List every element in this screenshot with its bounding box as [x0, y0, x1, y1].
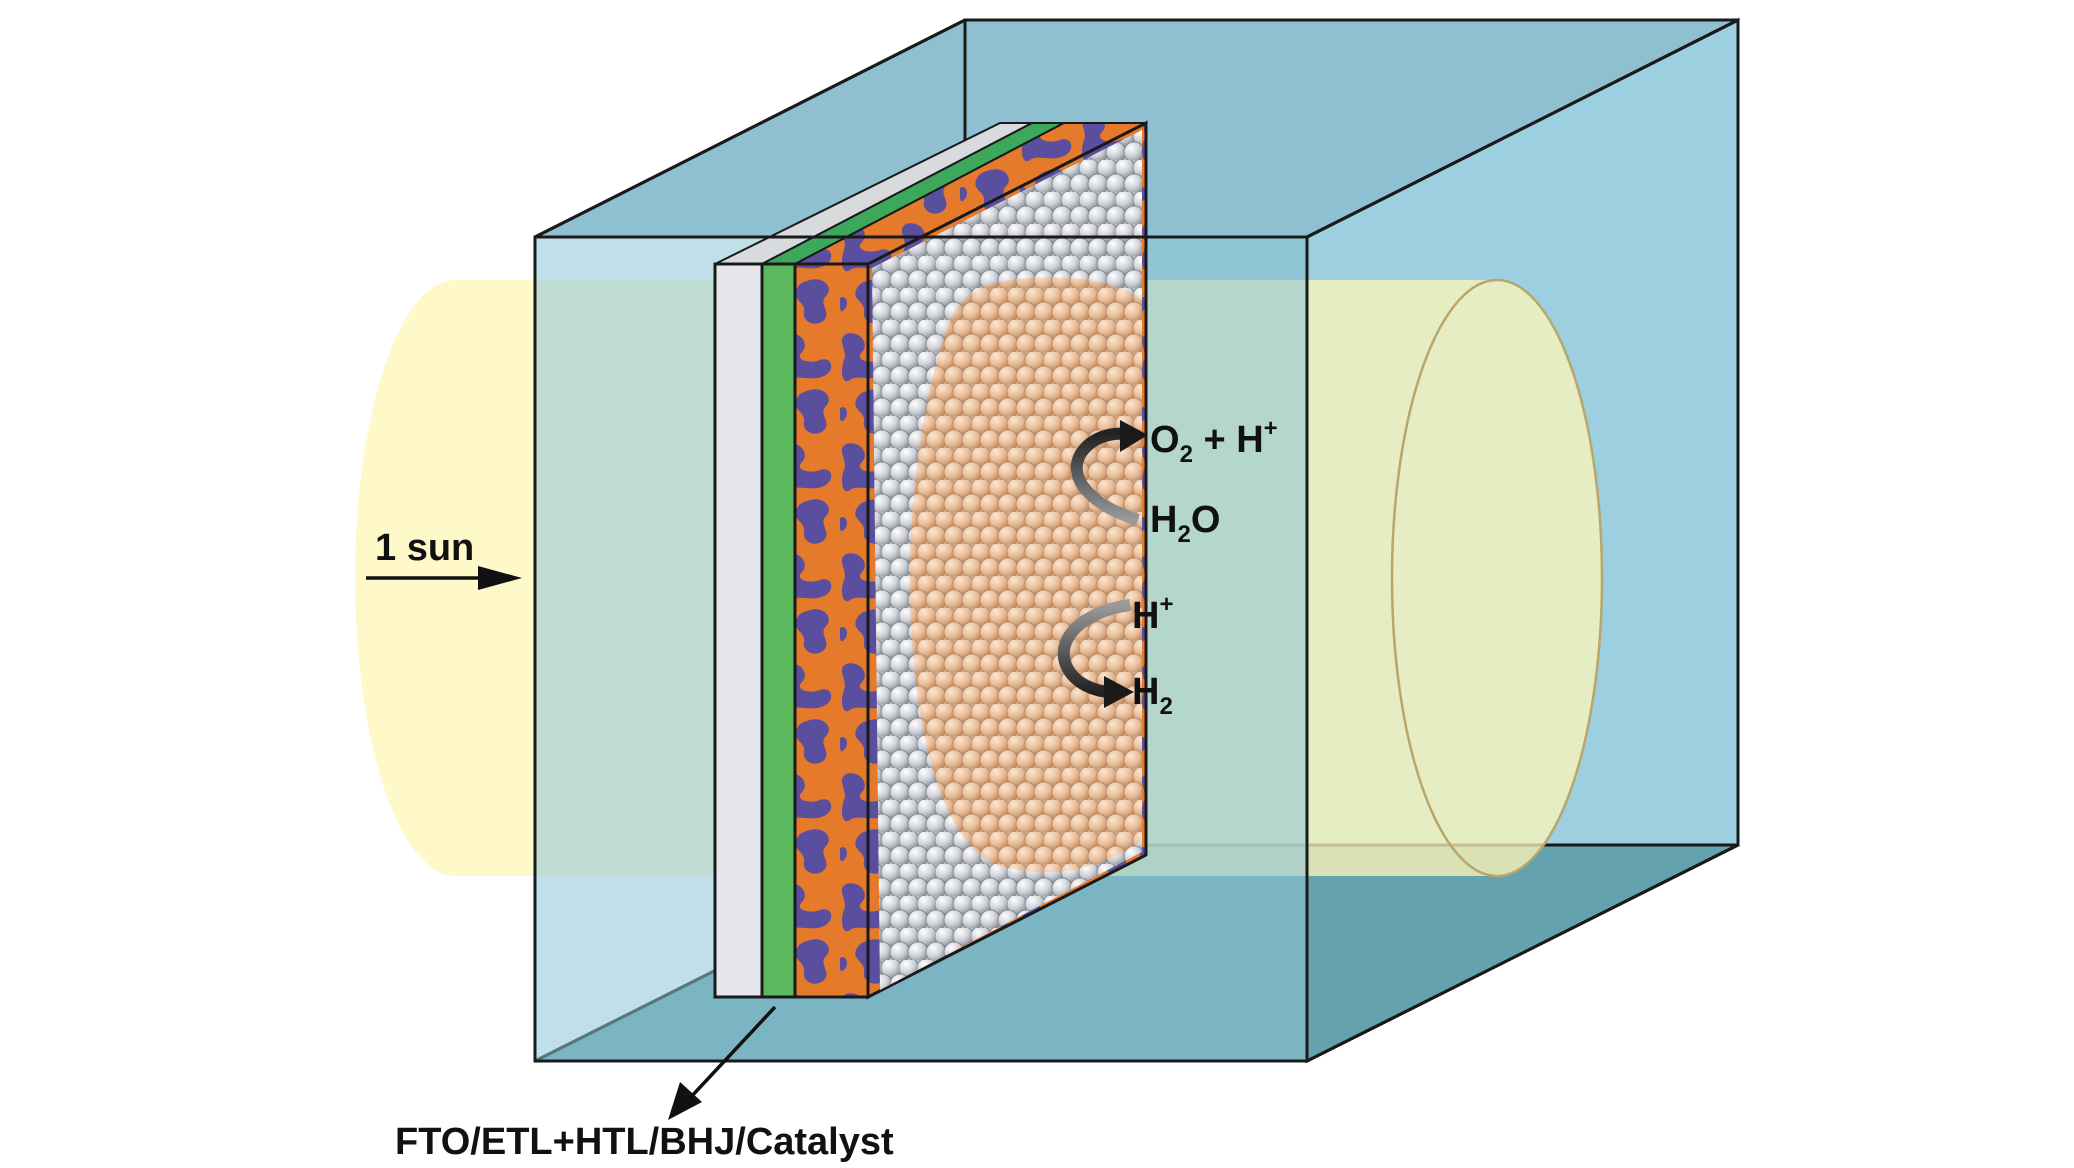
- svg-text:H2O: H2O: [1150, 499, 1220, 548]
- photoelectrode-stack: [713, 120, 1148, 1000]
- anode-product-plus: + H: [1193, 419, 1264, 461]
- cathode-product-label: H2: [1132, 671, 1173, 720]
- cathode-product-sub: 2: [1159, 693, 1172, 720]
- etl-htl-layer: [760, 262, 797, 999]
- cathode-reactant-h: H: [1132, 595, 1159, 637]
- cathode-reactant-label: H+: [1132, 591, 1173, 637]
- layer-stack-label: FTO/ETL+HTL/BHJ/Catalyst: [395, 1121, 894, 1163]
- curved-arrow-up-icon: [1070, 420, 1148, 526]
- box-outline-front: [533, 18, 1739, 1063]
- svg-text:O2 + H+: O2 + H+: [1150, 415, 1278, 468]
- curved-arrow-down-icon: [1057, 599, 1134, 708]
- anode-product-sup: +: [1264, 415, 1278, 442]
- bhj-layer: [793, 262, 870, 999]
- anode-reactant-o: O: [1191, 499, 1221, 541]
- anode-reactant-h: H: [1150, 499, 1177, 541]
- cathode-product-h: H: [1132, 671, 1159, 713]
- fto-layer: [713, 262, 764, 999]
- anode-product-label: O2 + H+: [1150, 415, 1278, 468]
- arrow-down-left-icon: [668, 1005, 777, 1120]
- catalyst-peach-particles: [909, 277, 1142, 873]
- light-label: 1 sun: [375, 527, 474, 569]
- arrow-right-icon: [366, 566, 522, 590]
- anode-reactant-label: H2O: [1150, 499, 1220, 548]
- cathode-reactant-sup: +: [1159, 591, 1173, 618]
- anode-product-sub: 2: [1180, 441, 1193, 468]
- anode-reactant-sub: 2: [1177, 521, 1190, 548]
- svg-text:H2: H2: [1132, 671, 1173, 720]
- svg-text:H+: H+: [1132, 591, 1173, 637]
- anode-product-o: O: [1150, 419, 1180, 461]
